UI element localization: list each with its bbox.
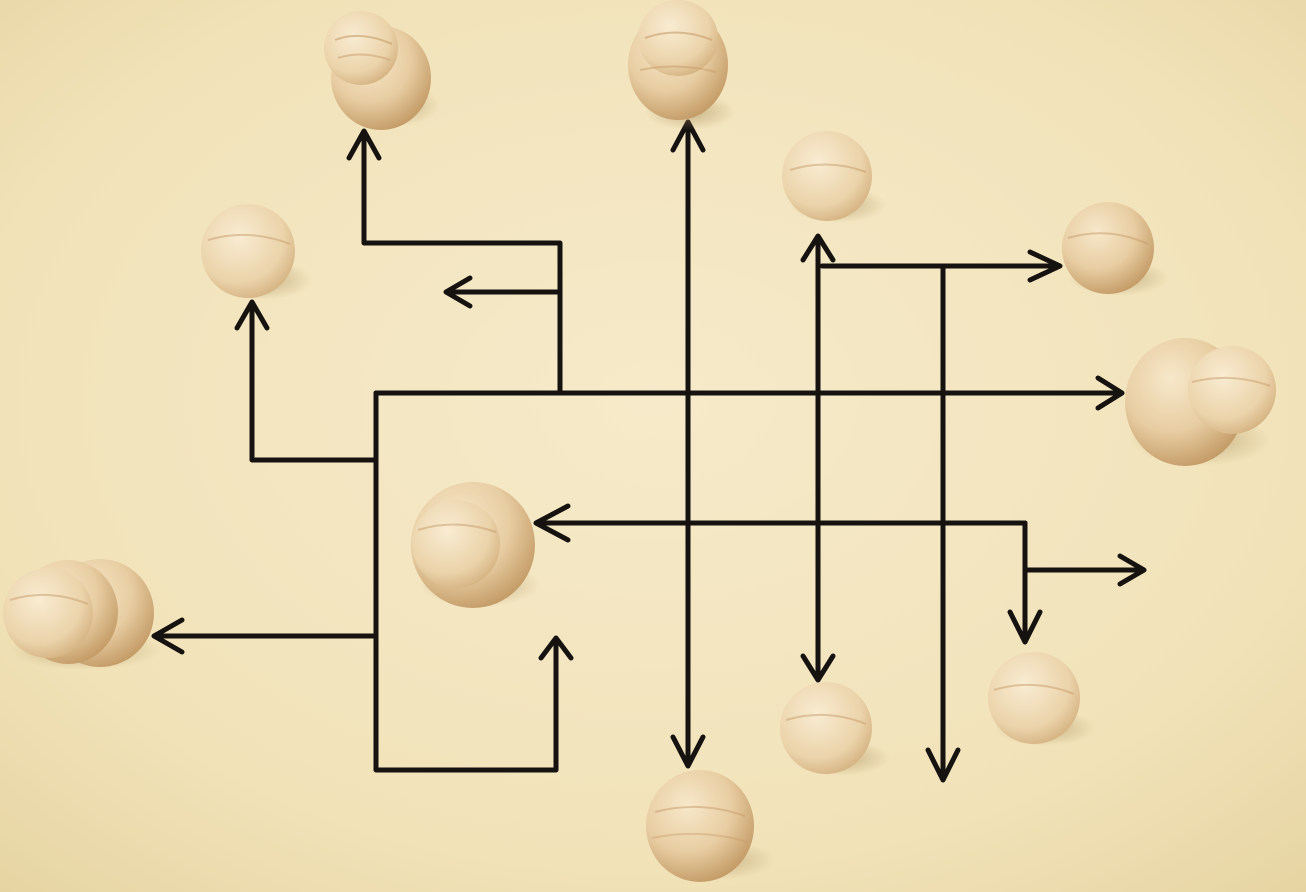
pawn-top-center — [628, 0, 735, 130]
pawn-far-right — [1125, 338, 1276, 466]
ball-bottom-right — [988, 652, 1095, 746]
ball-upper-left — [201, 204, 312, 300]
arrowheads — [151, 119, 1147, 783]
pawn-center — [411, 482, 540, 608]
pawn-bottom-center — [646, 770, 775, 882]
ball-top-right-center — [782, 131, 886, 223]
arrow-diagram — [151, 119, 1147, 783]
pawns-left-pair — [3, 559, 160, 670]
arrow-line-left-spine — [373, 390, 559, 773]
ball-right — [1062, 202, 1168, 296]
wooden-figures — [3, 0, 1276, 882]
ball-bottom-center-right — [780, 682, 890, 776]
pawn-top-left — [324, 11, 440, 130]
arrow-line-upper-left — [361, 130, 563, 393]
arrow-line-to-left-ball — [249, 301, 379, 463]
